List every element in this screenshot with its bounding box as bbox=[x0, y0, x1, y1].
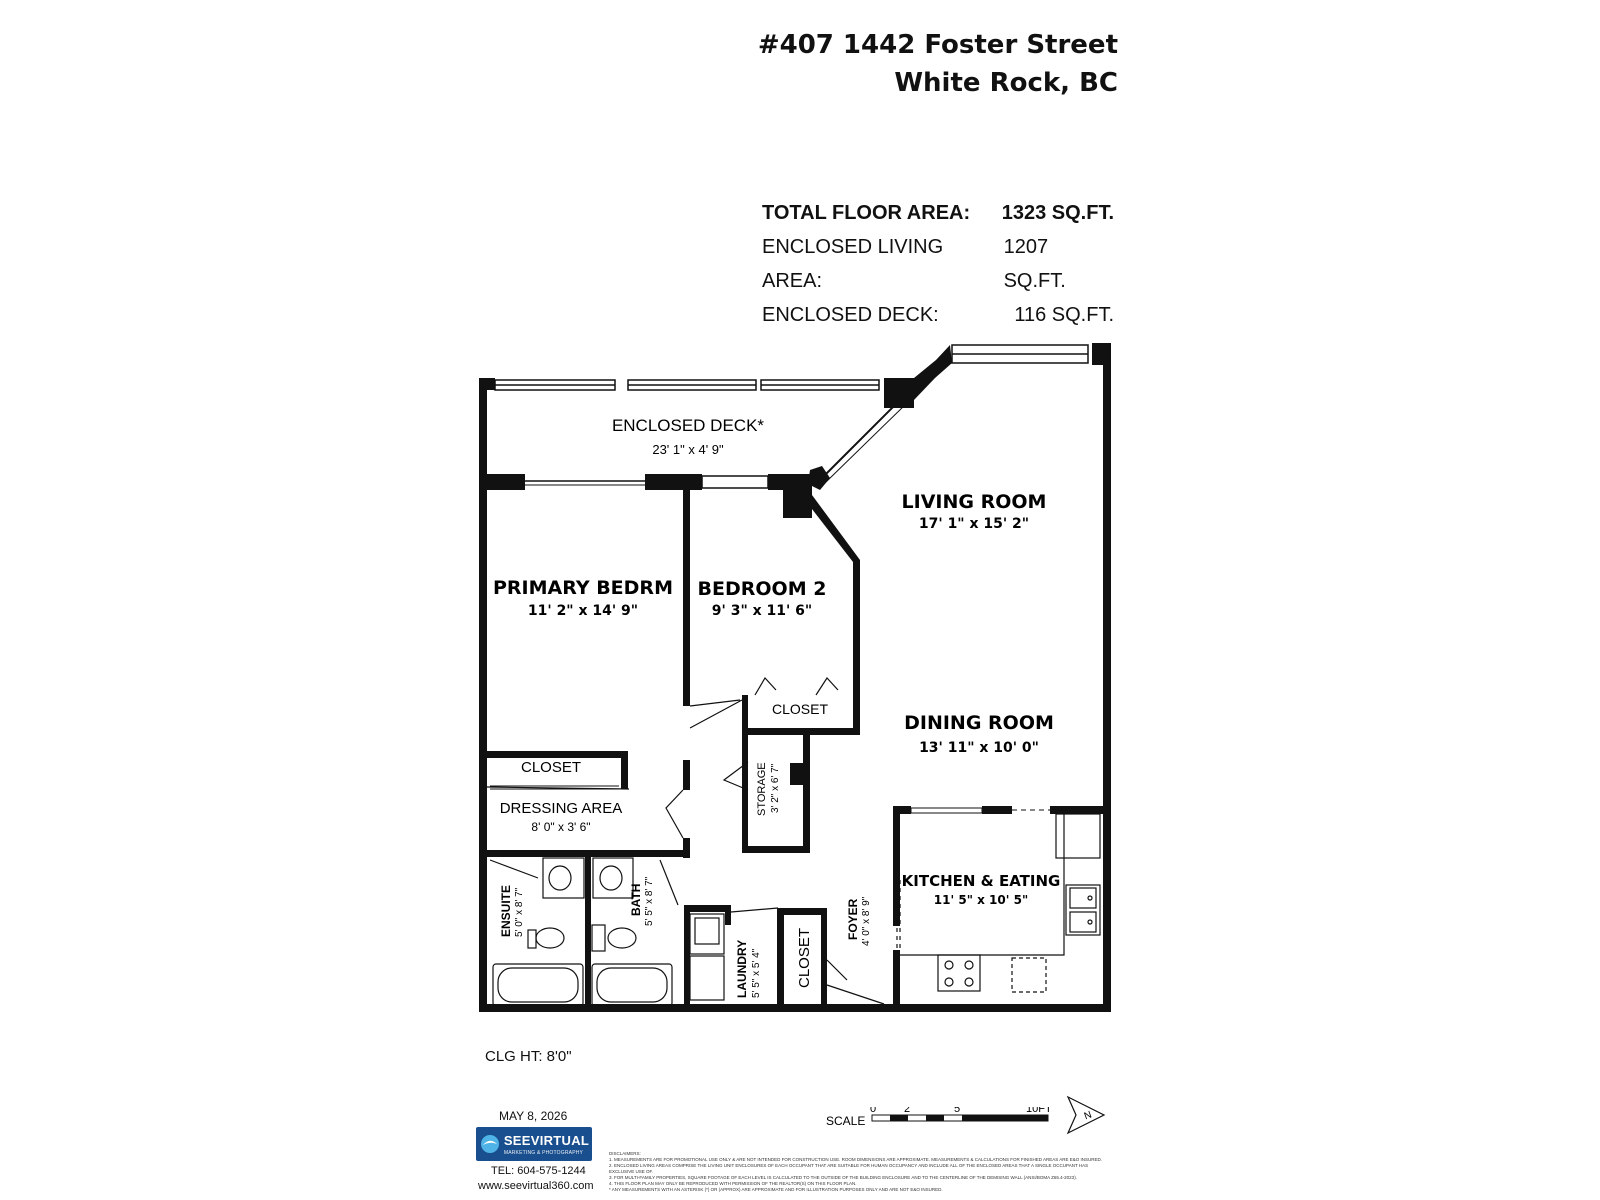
north-label: N bbox=[1083, 1109, 1094, 1122]
storage-label: STORAGE bbox=[756, 762, 768, 816]
bathroom-fixtures bbox=[492, 857, 725, 1007]
scale-tick-10: 10FT bbox=[1026, 1107, 1052, 1115]
bath-dims: 5' 5" x 8' 7" bbox=[644, 876, 655, 926]
foyer-dims: 4' 0" x 8' 9" bbox=[861, 896, 872, 946]
scale-tick-5: 5 bbox=[954, 1107, 960, 1115]
plan-date: MAY 8, 2026 bbox=[499, 1109, 568, 1123]
enclosed-deck-label: ENCLOSED DECK* bbox=[612, 416, 764, 435]
bedroom-2-label: BEDROOM 2 bbox=[698, 578, 827, 600]
foyer-closet-label: CLOSET bbox=[796, 928, 813, 988]
logo-tagline: MARKETING & PHOTOGRAPHY bbox=[503, 1150, 584, 1156]
disclaimer-line: 1. MEASUREMENTS ARE FOR PROMOTIONAL USE … bbox=[609, 1157, 1102, 1162]
disclaimers-title: DISCLAIMERS: bbox=[609, 1151, 641, 1156]
storage-dims: 3' 2" x 6' 7" bbox=[770, 763, 781, 813]
scale-tick-0: 0 bbox=[870, 1107, 876, 1115]
windows bbox=[494, 344, 1089, 391]
living-area-row: ENCLOSED LIVING AREA: 1207 SQ.FT. bbox=[762, 230, 1114, 298]
laundry-label: LAUNDRY bbox=[735, 940, 749, 998]
deck-wall bbox=[487, 474, 812, 518]
primary-bedroom-label: PRIMARY BEDRM bbox=[493, 577, 673, 599]
dining-room-label: DINING ROOM bbox=[904, 712, 1054, 734]
total-area-value: 1323 SQ.FT. bbox=[1001, 202, 1114, 224]
dining-room-dims: 13' 11" x 10' 0" bbox=[919, 740, 1039, 756]
disclaimer-line: 4. THIS FLOOR PLAN MAY ONLY BE REPRODUCE… bbox=[609, 1181, 857, 1186]
bedroom-2-dims: 9' 3" x 11' 6" bbox=[712, 603, 812, 619]
address-line-1: #407 1442 Foster Street bbox=[757, 30, 1118, 60]
deck-area-value: 116 SQ.FT. bbox=[1014, 304, 1114, 326]
ensuite-dims: 5' 0" x 8' 7" bbox=[514, 887, 525, 937]
dressing-area-label: DRESSING AREA bbox=[500, 800, 623, 817]
address: #407 1442 Foster Street White Rock, BC bbox=[758, 26, 1118, 102]
laundry-dims: 5' 5" x 5' 4" bbox=[751, 948, 762, 998]
disclaimer-line: * ANY MEASUREMENTS WITH AN ASTERISK (*) … bbox=[609, 1187, 943, 1192]
phone: TEL: 604-575-1244 bbox=[491, 1165, 586, 1177]
living-room-label: LIVING ROOM bbox=[902, 491, 1047, 513]
address-line-2: White Rock, BC bbox=[894, 68, 1118, 98]
disclaimers: DISCLAIMERS: 1. MEASUREMENTS ARE FOR PRO… bbox=[609, 1151, 1109, 1193]
living-area-label: ENCLOSED LIVING AREA: bbox=[762, 236, 944, 292]
scale-tick-2: 2 bbox=[904, 1107, 910, 1115]
deck-area-row: ENCLOSED DECK: 116 SQ.FT. bbox=[762, 298, 1114, 332]
total-area-label: TOTAL FLOOR AREA: bbox=[762, 202, 971, 224]
north-arrow-icon: N bbox=[1066, 1095, 1106, 1135]
ceiling-height: CLG HT: 8'0" bbox=[485, 1048, 572, 1065]
disclaimer-line: 3. FOR MULTI-FAMILY PROPERTIES, SQUARE F… bbox=[609, 1175, 1077, 1180]
area-summary: TOTAL FLOOR AREA: 1323 SQ.FT. ENCLOSED L… bbox=[762, 196, 1114, 332]
ensuite-label: ENSUITE bbox=[499, 885, 513, 937]
foyer-label: FOYER bbox=[846, 898, 860, 940]
doors bbox=[486, 676, 901, 1005]
swirl-icon bbox=[480, 1135, 499, 1153]
diagonal-wall bbox=[808, 345, 952, 490]
enclosed-deck-dims: 23' 1" x 4' 9" bbox=[652, 442, 724, 457]
living-area-value: 1207 SQ.FT. bbox=[1003, 236, 1066, 292]
scale-bar: SCALE 0 2 5 10FT bbox=[826, 1107, 1052, 1128]
interior-walls bbox=[487, 490, 1111, 1012]
kitchen-label: KITCHEN & EATING bbox=[902, 872, 1061, 890]
kitchen-dims: 11' 5" x 10' 5" bbox=[934, 893, 1028, 907]
deck-area-label: ENCLOSED DECK: bbox=[762, 304, 939, 326]
total-area-row: TOTAL FLOOR AREA: 1323 SQ.FT. bbox=[762, 196, 1114, 230]
bath-label: BATH bbox=[629, 884, 643, 916]
website-link[interactable]: www.seevirtual360.com bbox=[478, 1180, 594, 1192]
bedroom-2-closet-label: CLOSET bbox=[772, 701, 828, 717]
primary-bedroom-dims: 11' 2" x 14' 9" bbox=[528, 603, 638, 619]
logo-name: SEEVIRTUAL bbox=[503, 1133, 590, 1148]
primary-closet-label: CLOSET bbox=[521, 759, 581, 776]
seevirtual-logo: SEEVIRTUAL MARKETING & PHOTOGRAPHY bbox=[476, 1127, 592, 1161]
scale-label: SCALE bbox=[826, 1114, 865, 1128]
living-room-dims: 17' 1" x 15' 2" bbox=[919, 516, 1029, 532]
dressing-area-dims: 8' 0" x 3' 6" bbox=[531, 820, 590, 834]
disclaimer-line: 2. ENCLOSED LIVING AREAS COMPRISE THE LI… bbox=[609, 1163, 1089, 1174]
kitchen-counters bbox=[900, 813, 1101, 993]
